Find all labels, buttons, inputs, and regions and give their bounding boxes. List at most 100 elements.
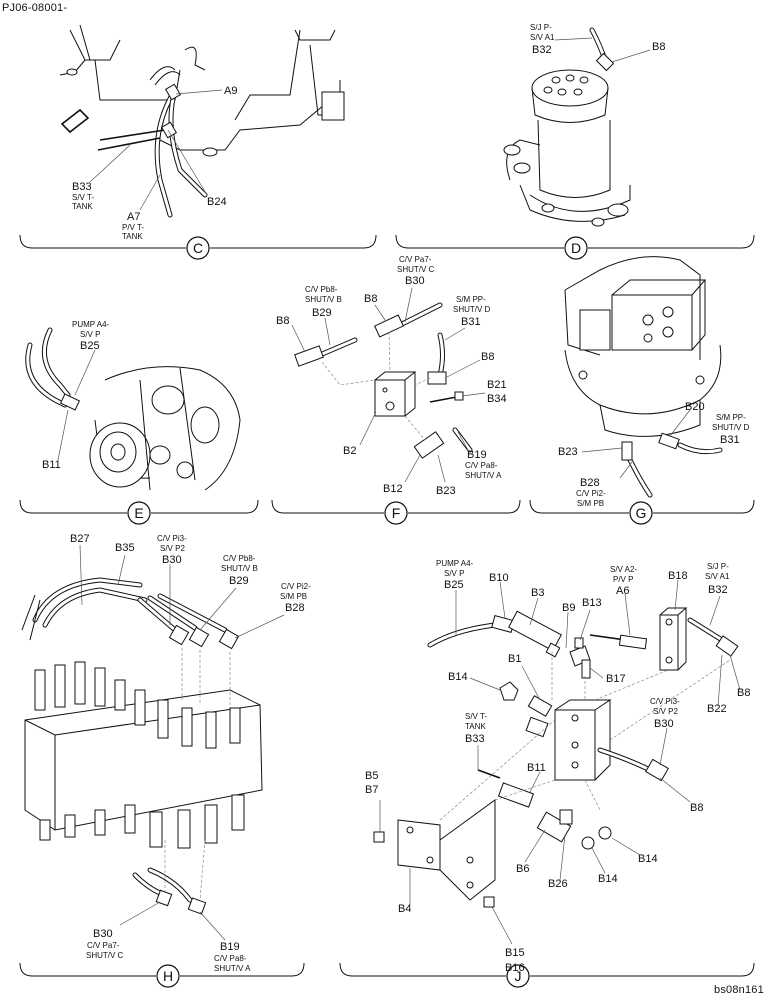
section-c-letter: C [193,240,203,256]
label-f-b8a: B8 [364,293,377,305]
label-h-b19-sub2: SHUT/V A [214,964,251,973]
label-b33: B33 [72,181,92,193]
label-h-b30b: B30 [93,928,113,940]
label-g-b31-sub2: SHUT/V D [712,423,750,432]
label-e-b25-sub1: PUMP A4- [72,320,110,329]
label-d-b32: B32 [532,44,552,56]
section-j: J PUMP A4- S/V P B25 B10 B3 B9 B13 S/V A… [339,559,755,988]
label-f-b31-sub1: S/M PP- [456,295,486,304]
label-j-b30-sub2: S/V P2 [653,707,678,716]
label-g-b28-sub2: S/M PB [577,499,604,508]
label-d-b32-sub2: S/V A1 [530,33,555,42]
label-j-b5: B5 [365,770,378,782]
section-h: H B27 B35 C/V Pi3- S/V P2 B30 C/V Pb8- S… [19,533,311,988]
label-f-b31-sub2: SHUT/V D [453,305,491,314]
label-j-b6: B6 [516,863,529,875]
label-j-b32: B32 [708,584,728,596]
label-f-b29-sub1: C/V Pb8- [305,285,338,294]
label-j-b8a: B8 [737,687,750,699]
image-id: bs08n161 [714,984,764,996]
label-j-b16: B16 [505,962,525,974]
label-h-b29: B29 [229,575,249,587]
label-a9: A9 [224,85,237,97]
section-f: F C/V Pa7- SHUT/V C B30 C/V Pb8- SHUT/V … [271,255,521,525]
label-j-b7: B7 [365,784,378,796]
section-g-letter: G [636,505,647,521]
section-j-letter: J [515,968,522,984]
label-h-b35: B35 [115,542,135,554]
label-h-b30b-sub2: SHUT/V C [86,951,124,960]
label-b33-sub1: S/V T- [72,193,94,202]
section-e: E PUMP A4- S/V P B25 B11 [19,320,259,525]
label-j-b18: B18 [668,570,688,582]
label-j-b22: B22 [707,703,727,715]
label-e-b11: B11 [42,459,61,471]
label-j-b32-sub2: S/V A1 [705,572,730,581]
label-e-b25-sub2: S/V P [80,330,100,339]
label-h-b28-sub1: C/V Pi2- [281,582,311,591]
label-f-b23: B23 [436,485,456,497]
section-e-drawing [25,327,241,491]
label-j-b4: B4 [398,903,411,915]
label-b33-sub2: TANK [72,202,93,211]
label-f-b30: B30 [405,275,425,287]
section-e-letter: E [134,505,143,521]
label-f-b21: B21 [487,379,507,391]
label-j-a6-sub2: P/V P [613,575,633,584]
section-d-letter: D [571,240,581,256]
label-e-b25: B25 [80,340,100,352]
label-j-b25: B25 [444,579,464,591]
label-g-b28: B28 [580,477,600,489]
h-spools [34,661,245,849]
label-h-b30-sub1: C/V Pi3- [157,534,187,543]
label-j-b33-sub1: S/V T- [465,712,487,721]
label-f-b31: B31 [461,316,481,328]
label-j-b33: B33 [465,733,485,745]
label-h-b29-sub1: C/V Pb8- [223,554,256,563]
label-a7-sub1: P/V T- [122,223,144,232]
label-j-b25-sub2: S/V P [444,569,464,578]
label-f-b8b: B8 [276,315,289,327]
section-d-drawing [503,27,651,227]
label-j-b14a: B14 [448,671,468,683]
label-b24: B24 [207,196,227,208]
label-j-b14b: B14 [598,873,618,885]
label-j-b33-sub2: TANK [465,722,486,731]
label-j-b30-sub1: C/V Pi3- [650,697,680,706]
label-j-b15: B15 [505,947,525,959]
section-g-drawing [564,256,723,498]
label-h-b28-sub2: S/M PB [280,592,307,601]
label-f-b30-sub1: C/V Pa7- [399,255,432,264]
section-d: D S/J P- S/V A1 B32 B8 [395,23,755,260]
label-f-b29: B29 [312,307,332,319]
label-j-b14c: B14 [638,853,658,865]
label-j-b13: B13 [582,597,602,609]
label-h-b19-sub1: C/V Pa8- [214,954,247,963]
section-h-drawing [21,544,285,941]
drawing-number: PJ06-08001- [2,2,68,14]
label-g-b23: B23 [558,446,578,458]
section-j-drawing [373,579,741,945]
section-c: C A9 B33 S/V T- TANK B24 A7 P/V T- TANK [19,24,377,260]
section-f-drawing [291,287,486,483]
label-h-b28: B28 [285,602,305,614]
label-g-b31-sub1: S/M PP- [716,413,746,422]
label-f-b19: B19 [467,449,487,461]
label-j-b25-sub1: PUMP A4- [436,559,474,568]
section-c-drawing [59,24,345,218]
label-j-b8b: B8 [690,802,703,814]
label-f-b19-sub2: SHUT/V A [465,471,502,480]
label-f-b8c: B8 [481,351,494,363]
label-a7: A7 [127,211,140,223]
label-f-b19-sub1: C/V Pa8- [465,461,498,470]
label-g-b20: B20 [685,401,705,413]
label-h-b29-sub2: SHUT/V B [221,564,258,573]
label-j-b26: B26 [548,878,568,890]
label-h-b27: B27 [70,533,90,545]
label-j-b11: B11 [527,762,546,774]
label-j-b10: B10 [489,572,509,584]
label-f-b34: B34 [487,393,507,405]
label-a7-sub2: TANK [122,232,143,241]
label-j-a6: A6 [616,585,629,597]
